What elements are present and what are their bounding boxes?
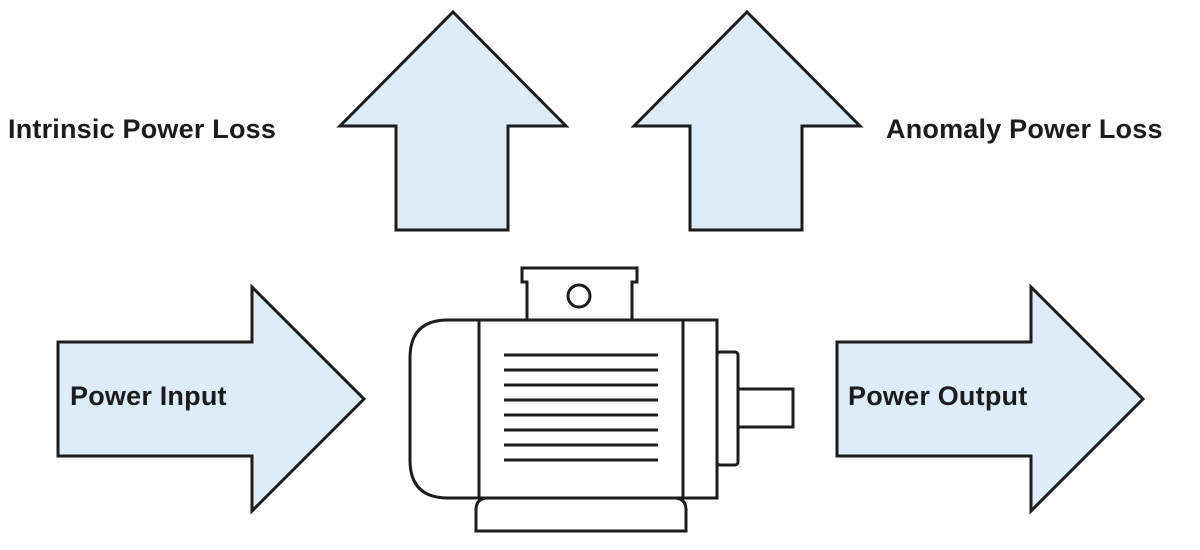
power-input-label: Power Input	[70, 381, 227, 411]
power-output-arrow	[835, 283, 1146, 515]
power-output-label: Power Output	[848, 381, 1028, 411]
motor-body	[408, 318, 719, 500]
motor-bearing-cap	[715, 350, 740, 467]
terminal-screw-icon	[566, 283, 592, 309]
intrinsic-power-loss-label: Intrinsic Power Loss	[8, 114, 277, 144]
intrinsic-loss-arrow	[336, 9, 570, 232]
power-input-arrow	[56, 283, 367, 515]
anomaly-power-loss-label: Anomaly Power Loss	[886, 114, 1163, 144]
motor-base	[474, 496, 688, 533]
motor-shaft	[736, 387, 795, 429]
anomaly-loss-arrow	[630, 9, 864, 232]
electric-motor-icon	[408, 266, 795, 533]
